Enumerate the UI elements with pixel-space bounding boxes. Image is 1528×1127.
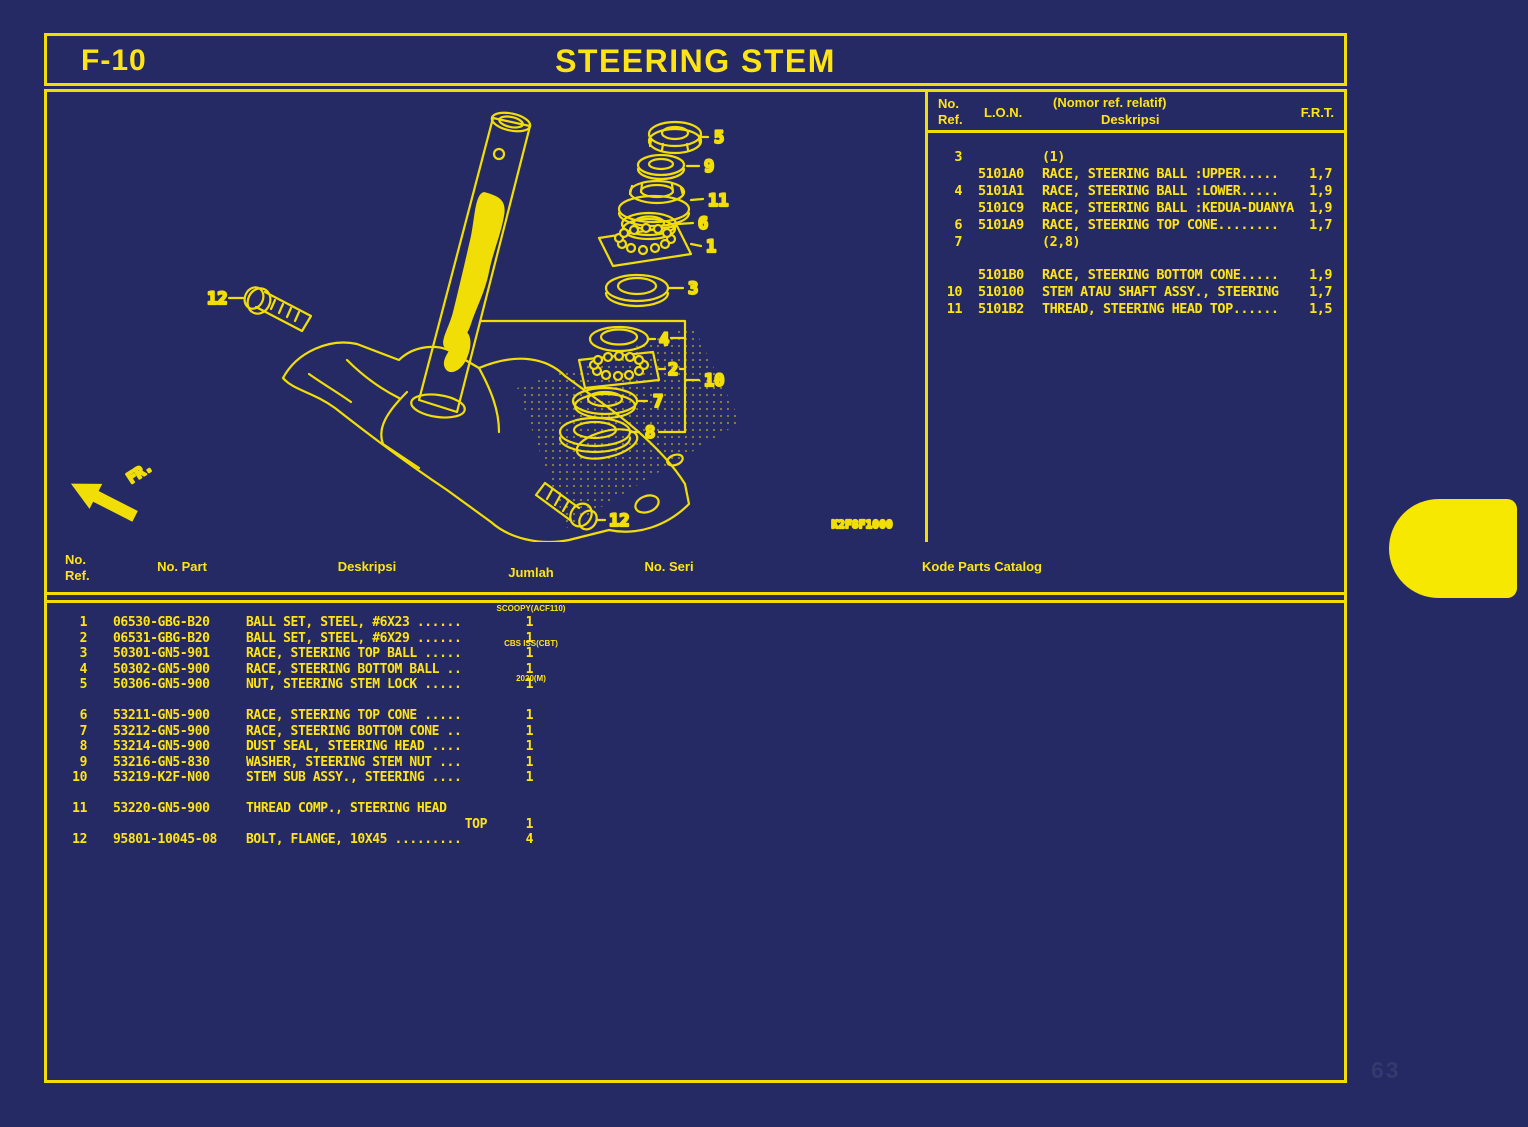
callout-12-upper: 12 bbox=[207, 289, 227, 309]
reference-table-header: No.Ref. L.O.N. (Nomor ref. relatif) Desk… bbox=[928, 92, 1344, 133]
parts-kode-col-header: Kode Parts Catalog bbox=[922, 559, 1042, 574]
part-4-race bbox=[588, 325, 650, 353]
page-code: F-10 bbox=[81, 44, 147, 77]
reference-table: No.Ref. L.O.N. (Nomor ref. relatif) Desk… bbox=[925, 92, 1344, 542]
parts-ref-col-header: No.Ref. bbox=[65, 552, 90, 583]
header-bar: F-10 STEERING STEM bbox=[44, 33, 1347, 86]
parts-part-col-header: No. Part bbox=[157, 559, 207, 574]
group-10-bracket bbox=[479, 319, 701, 434]
main-frame: 5 9 11 bbox=[44, 89, 1347, 1083]
callout-8: 8 bbox=[645, 423, 655, 443]
bolt-12-upper bbox=[243, 286, 313, 333]
callout-7: 7 bbox=[653, 392, 663, 412]
fr-label: FR. bbox=[123, 458, 156, 488]
part-11-thread bbox=[617, 179, 691, 228]
frt-col-header: F.R.T. bbox=[1300, 105, 1334, 120]
bolt-12-lower bbox=[534, 481, 598, 531]
callout-1: 1 bbox=[706, 237, 716, 257]
fr-arrow-icon bbox=[70, 483, 138, 522]
part-1-ballset bbox=[597, 222, 693, 268]
bottom-bridge-drawing bbox=[281, 341, 691, 544]
part-9-washer bbox=[636, 153, 686, 181]
parts-desc-col-header: Deskripsi bbox=[337, 559, 397, 574]
callout-12-lower: 12 bbox=[609, 511, 629, 531]
callout-5: 5 bbox=[714, 128, 724, 148]
callout-2: 2 bbox=[668, 360, 678, 380]
part-2-ballset bbox=[577, 350, 661, 390]
callout-10: 10 bbox=[704, 371, 724, 391]
steering-stem-tube-drawing bbox=[410, 111, 532, 419]
callout-3: 3 bbox=[688, 279, 698, 299]
ref-row: 3(1) bbox=[954, 149, 1065, 165]
desc-col-header: Deskripsi bbox=[1101, 112, 1160, 127]
part-5-nut bbox=[647, 120, 703, 155]
page-title: STEERING STEM bbox=[555, 43, 836, 79]
lon-col-header: L.O.N. bbox=[984, 105, 1023, 120]
ref-row: 7(2,8) bbox=[954, 234, 1081, 250]
parts-table-header: No.Ref. No. Part Deskripsi Jumlah SCOOPY… bbox=[47, 542, 1344, 683]
ref-col-header: No.Ref. bbox=[938, 96, 963, 127]
parts-seri-col-header: No. Seri bbox=[644, 559, 694, 574]
desc-note-header: (Nomor ref. relatif) bbox=[1053, 95, 1167, 110]
diagram-code: K2F8F1000 bbox=[832, 519, 893, 531]
page-number: 63 bbox=[1371, 1057, 1401, 1083]
callout-11: 11 bbox=[708, 191, 728, 211]
callout-4: 4 bbox=[659, 330, 669, 350]
callout-9: 9 bbox=[704, 157, 714, 177]
exploded-diagram: 5 9 11 bbox=[47, 92, 925, 544]
parts-qty-col-header: Jumlah SCOOPY(ACF110) CBS ISS(CBT) 2020(… bbox=[496, 565, 566, 683]
section-index-tab bbox=[1389, 499, 1517, 598]
callout-6: 6 bbox=[698, 214, 708, 234]
part-3-race bbox=[604, 273, 670, 308]
